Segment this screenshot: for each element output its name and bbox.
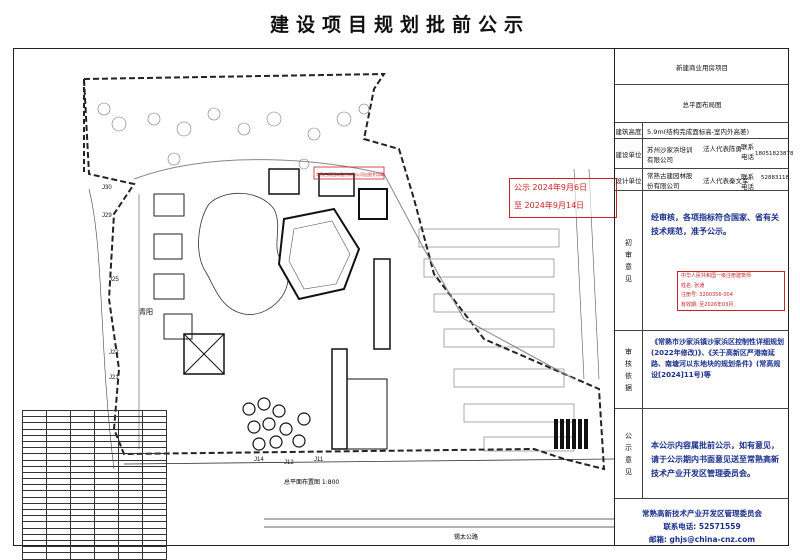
axis-label: J29 xyxy=(102,213,112,219)
legal-person-value: 陈勇 xyxy=(729,145,742,153)
contact-label: 联系电话 xyxy=(741,143,754,161)
hatched-building xyxy=(183,333,225,375)
main-building xyxy=(277,207,361,301)
architect-stamp: 中华人民共和国一级注册建筑师 姓名: 张通 注册号: 3200356-004 有… xyxy=(677,271,785,311)
road-label-east: 青阳 xyxy=(139,307,153,316)
review-label: 初审意见 xyxy=(615,191,643,331)
publicity-end: 至 2024年9月14日 xyxy=(514,201,585,210)
footer-email[interactable]: 邮箱: ghjs@china-cnz.com xyxy=(648,535,756,544)
notice-label: 公示意见 xyxy=(615,409,643,499)
height-label: 建筑高度 xyxy=(615,123,643,138)
axis-label: J25 xyxy=(109,277,119,283)
footer-phone: 联系电话: 52571559 xyxy=(663,522,741,531)
table-row xyxy=(22,478,167,486)
publicity-start: 公示 2024年9月6日 xyxy=(514,183,588,192)
basis-label: 审核依据 xyxy=(615,331,643,409)
axis-label: J14 xyxy=(254,457,264,463)
table-cell xyxy=(142,552,167,560)
legal-person-label: 法人代表 xyxy=(703,145,729,153)
table-cell xyxy=(118,552,143,560)
builder-label: 建设单位 xyxy=(615,139,643,168)
site-plan: J30 J29 J25 J22 J21 J14 J12 J11 青阳 总平面布置… xyxy=(83,72,614,541)
axis-label: J11 xyxy=(314,457,324,463)
info-panel: 新建商业用房项目 总平面布局图 建筑高度 5.9m(结构完成面标高-室内外高差)… xyxy=(614,49,794,546)
table-row xyxy=(22,552,167,560)
scale-label: 总平面布置图 1:800 xyxy=(284,478,339,486)
technical-indicators-table xyxy=(22,409,167,560)
axis-label: J12 xyxy=(284,460,294,466)
designer-legal-label: 法人代表 xyxy=(703,177,729,185)
publicity-date-stamp: 公示 2024年9月6日 至 2024年9月14日 xyxy=(509,178,617,218)
designer-label: 设计单位 xyxy=(615,169,643,190)
builder-value: 苏州沙家浜培训有限公司 xyxy=(647,145,693,164)
designer-legal-value: 秦文军 xyxy=(729,177,749,185)
footer-org: 常熟高新技术产业开发区管理委员会 xyxy=(642,509,762,518)
axis-label: J21 xyxy=(109,375,119,381)
designer-value: 常熟古建园林股份有限公司 xyxy=(647,171,693,190)
basis-row: 审核依据 《常熟市沙家浜镇沙家浜区控制性详细规划(2022年修改)》、《关于高新… xyxy=(615,331,789,409)
review-text: 经审核，各项指标符合国家、省有关技术规范，准予公示。 xyxy=(651,213,779,236)
designer-phone-value: 52883118 xyxy=(761,175,789,181)
table-row xyxy=(22,508,167,517)
table-row xyxy=(22,502,167,511)
table-cell xyxy=(94,552,119,560)
axis-label: J22 xyxy=(109,350,119,356)
project-name: 新建商业用房项目 xyxy=(676,63,728,72)
designer-phone-label: 联系电话 xyxy=(741,173,754,191)
table-cell xyxy=(46,552,71,560)
height-value: 5.9m(结构完成面标高-室内外高差) xyxy=(647,127,750,136)
table-cell xyxy=(70,552,95,560)
drawing-frame xyxy=(13,48,789,546)
review-row: 初审意见 经审核，各项指标符合国家、省有关技术规范，准予公示。 中华人民共和国一… xyxy=(615,191,789,331)
contact-value: 18051823878 xyxy=(755,151,794,157)
project-name-row: 新建商业用房项目 xyxy=(615,49,789,85)
axis-label: J30 xyxy=(102,185,112,191)
table-cell xyxy=(22,552,47,560)
drawing-row: 总平面布局图 xyxy=(615,85,789,123)
plan-red-stamp: 常熟古建园林股份有限公司出图专用章 xyxy=(316,171,384,177)
road-label-south: 锡太公路 xyxy=(454,533,478,541)
notice-row: 公示意见 本公示内容属批前公示，如有意见，请于公示期内书面意见送至常熟高新技术产… xyxy=(615,409,789,499)
site-boundary xyxy=(83,72,606,471)
page-title: 建设项目规划批前公示 xyxy=(269,14,530,36)
table-row xyxy=(22,533,167,541)
height-row: 建筑高度 5.9m(结构完成面标高-室内外高差) xyxy=(615,123,789,139)
basis-text: 《常熟市沙家浜镇沙家浜区控制性详细规划(2022年修改)》、《关于高新区严港南延… xyxy=(651,338,784,379)
designer-row: 设计单位 常熟古建园林股份有限公司 法人代表 秦文军 联系电话 52883118 xyxy=(615,169,789,191)
drawing-name: 总平面布局图 xyxy=(682,100,722,109)
footer: 常熟高新技术产业开发区管理委员会 联系电话: 52571559 邮箱: ghjs… xyxy=(615,507,789,546)
builder-row: 建设单位 苏州沙家浜培训有限公司 法人代表 陈勇 联系电话 1805182387… xyxy=(615,139,794,169)
notice-text: 本公示内容属批前公示，如有意见，请于公示期内书面意见送至常熟高新技术产业开发区管… xyxy=(651,441,779,478)
